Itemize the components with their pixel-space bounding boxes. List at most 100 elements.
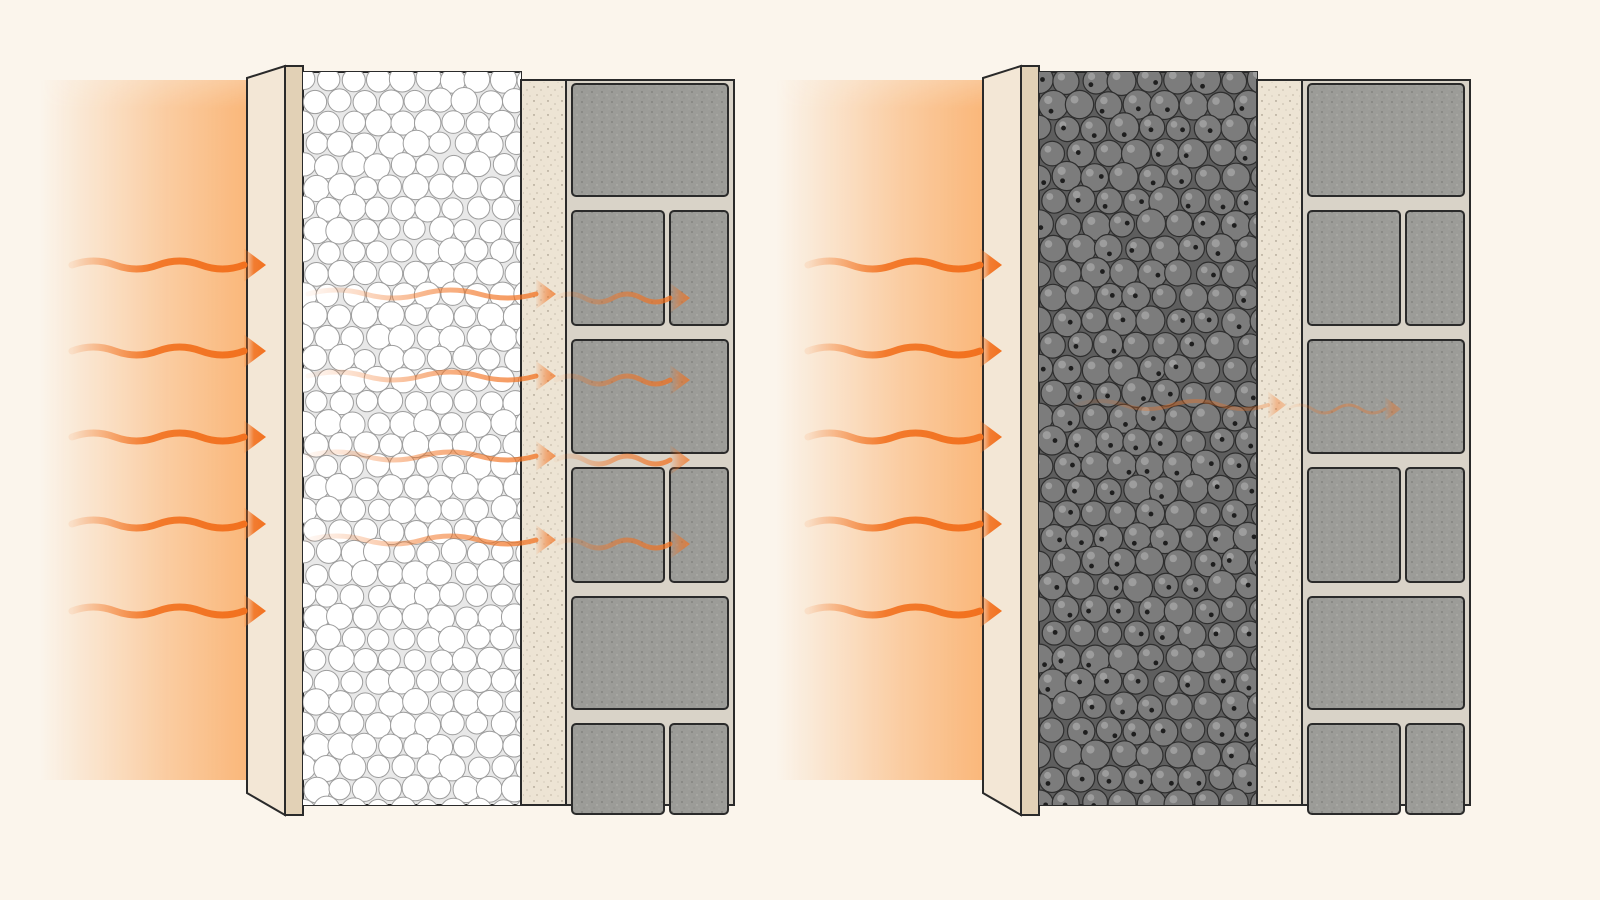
bead <box>350 559 379 588</box>
bead-highlight <box>382 565 391 575</box>
granule <box>1150 764 1180 794</box>
wavy-right-arrow-icon <box>68 248 266 282</box>
wavy-right-arrow-icon <box>804 507 1002 541</box>
bead-highlight <box>368 158 378 168</box>
granule-highlight <box>1114 361 1123 370</box>
masonry-block <box>1405 723 1465 815</box>
granule-pore <box>1077 679 1082 685</box>
bead <box>516 112 521 131</box>
bead-highlight <box>303 416 305 424</box>
bead <box>353 692 377 716</box>
granule-pore <box>1153 660 1159 666</box>
granule <box>1152 670 1179 697</box>
granule-highlight <box>1170 698 1178 706</box>
granule-pore <box>1067 420 1073 426</box>
granule-highlight <box>1100 145 1109 153</box>
bead-highlight <box>508 351 518 361</box>
bead-highlight <box>419 200 429 210</box>
granule-highlight <box>1140 457 1149 466</box>
granule <box>1134 546 1165 576</box>
granule <box>1106 450 1138 481</box>
bead-highlight <box>433 221 443 230</box>
granule <box>1165 643 1194 672</box>
bead-highlight <box>318 760 328 770</box>
bead <box>327 88 352 113</box>
bead-highlight <box>396 758 405 767</box>
bead-highlight <box>332 264 342 274</box>
bead-highlight <box>481 694 491 704</box>
granule-pore <box>1157 441 1163 446</box>
bead-highlight <box>320 543 330 552</box>
bead-highlight <box>357 522 367 532</box>
granule-highlight <box>1115 263 1123 272</box>
bead-highlight <box>443 242 453 252</box>
bead <box>453 219 477 243</box>
granule-pore <box>1113 585 1119 591</box>
bead-highlight <box>345 544 355 554</box>
granule-pore <box>1089 563 1094 569</box>
bead <box>303 72 316 90</box>
bead <box>439 668 464 693</box>
bead-highlight <box>331 135 341 145</box>
granule-pore <box>1070 462 1075 468</box>
bead-highlight <box>446 159 455 167</box>
granule-highlight <box>1042 431 1051 440</box>
bead <box>368 584 391 608</box>
bead-highlight <box>495 414 505 424</box>
granule <box>1039 283 1067 312</box>
wavy-right-arrow-icon <box>804 334 1002 368</box>
arrow-head <box>670 529 690 559</box>
granule-pore <box>1226 558 1232 563</box>
granule-highlight <box>1227 168 1236 177</box>
granule-highlight <box>1200 507 1208 514</box>
granule-pore <box>1155 272 1161 278</box>
granule-highlight <box>1112 456 1121 465</box>
masonry-block <box>1405 210 1465 326</box>
bead-highlight <box>494 630 503 639</box>
arrow-shaft <box>804 257 984 273</box>
masonry-block <box>571 339 729 454</box>
arrow-head <box>536 441 556 471</box>
granule-pore <box>1109 292 1115 298</box>
granule-pore <box>1150 180 1156 186</box>
arrow-shaft <box>553 453 673 467</box>
granule-highlight <box>1252 696 1257 705</box>
granule <box>1163 72 1193 95</box>
granule-highlight <box>1043 674 1052 683</box>
granule-highlight <box>1101 288 1109 296</box>
granule <box>1221 162 1251 192</box>
granule <box>1235 476 1257 506</box>
granule-highlight <box>1060 218 1068 226</box>
granule-highlight <box>1185 386 1193 395</box>
bead <box>428 776 452 800</box>
bead-highlight <box>395 156 405 166</box>
bead <box>451 472 479 501</box>
facing-board-edge <box>1020 65 1040 816</box>
bead-highlight <box>444 673 453 682</box>
bead-highlight <box>309 394 317 402</box>
granule-highlight <box>1240 673 1249 682</box>
granule-pore <box>1179 179 1184 184</box>
granule-highlight <box>1183 144 1192 153</box>
granule <box>1250 165 1257 189</box>
granule-pore <box>1089 704 1095 710</box>
granule-highlight <box>1141 747 1149 755</box>
bead-highlight <box>457 393 466 402</box>
arrow-shaft <box>553 537 673 551</box>
bead-highlight <box>481 564 492 574</box>
granule-highlight <box>1226 504 1234 512</box>
bead-highlight <box>347 244 355 253</box>
bead-highlight <box>346 115 355 123</box>
bead <box>303 711 316 737</box>
granule-pore <box>1214 484 1220 490</box>
granule-highlight <box>1154 482 1163 491</box>
granule-pore <box>1207 128 1213 134</box>
masonry-wall <box>1301 79 1471 815</box>
bead-highlight <box>372 589 380 597</box>
granule-highlight <box>1044 771 1052 779</box>
bead-highlight <box>471 672 481 682</box>
granule <box>1137 643 1165 671</box>
bead-highlight <box>480 780 490 790</box>
bead-highlight <box>495 672 504 681</box>
granule-highlight <box>1183 675 1191 683</box>
